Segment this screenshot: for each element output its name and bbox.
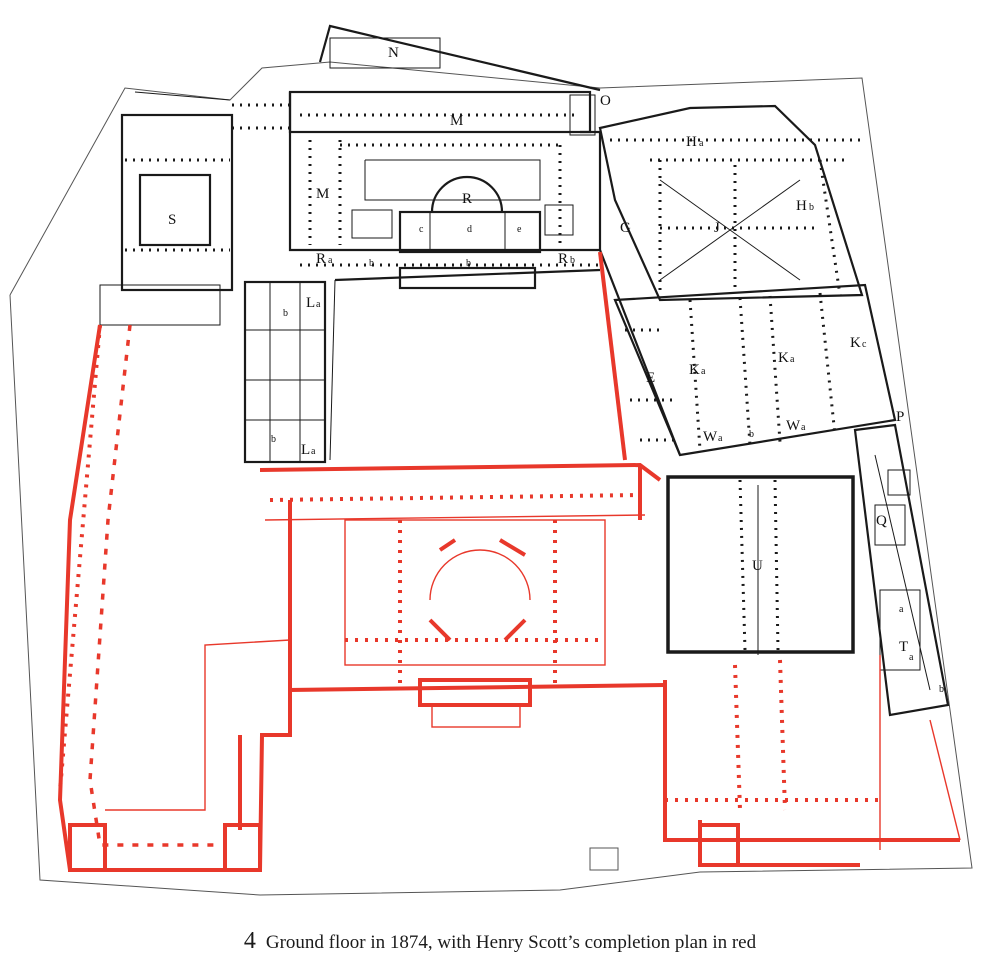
label-K-a-1: K [689,362,700,378]
label-Q: Q [876,513,887,529]
label-E: E [646,370,655,386]
label-K-sub-a-2: a [790,354,795,365]
label-b-2: b [466,258,471,269]
label-K-sub-a-1: a [701,366,706,377]
small-structure [589,847,619,871]
room-labels: N O M M H a H b S R c d e G J R a b b R … [168,45,944,695]
label-b-4: b [271,434,276,445]
label-R-sub-a: a [328,255,333,266]
label-R-a: R [316,251,326,267]
label-H-sub-a: a [699,138,704,149]
label-W-sub-a-1: a [718,433,723,444]
label-S: S [168,212,176,228]
label-K-c: K [850,335,861,351]
figure-number: 4 [243,928,256,954]
label-H-sub-b: b [809,202,814,213]
label-J: J [714,220,720,236]
label-K-a-2: K [778,350,789,366]
label-R: R [462,191,472,207]
label-d: d [467,224,472,235]
label-N: N [388,45,399,61]
existing-building-1874 [99,24,950,717]
label-R-b: R [558,251,568,267]
label-L-a-bot: L [301,442,310,458]
label-W-a-1: W [703,429,718,445]
label-T: T [899,639,908,655]
label-b-5: b [749,429,754,440]
label-b-3: b [283,308,288,319]
label-b-1: b [369,258,374,269]
label-a-1: a [899,604,904,615]
label-M-top: M [450,113,463,129]
label-G: G [620,220,631,236]
label-W-sub-a-2: a [801,422,806,433]
figure-caption: 4 Ground floor in 1874, with Henry Scott’… [0,928,1000,955]
label-K-sub-c: c [862,339,867,350]
label-e: e [517,224,522,235]
label-b-6: b [939,684,944,695]
label-O: O [600,93,611,109]
label-L-sub-a-bot: a [311,446,316,457]
label-U: U [752,558,763,574]
label-a-2: a [909,652,914,663]
label-P: P [896,409,904,425]
label-M-left: M [316,186,329,202]
label-R-sub-b: b [570,255,575,266]
figure-caption-text: Ground floor in 1874, with Henry Scott’s… [265,932,757,953]
completion-plan-red [57,251,961,872]
label-L-a-top: L [306,295,315,311]
label-H: H [686,134,697,150]
label-L-sub-a-top: a [316,299,321,310]
label-c: c [419,224,424,235]
label-W-a-2: W [786,418,801,434]
label-H-b: H [796,198,807,214]
ground-floor-plan: N O M M H a H b S R c d e G J R a b b R … [9,24,973,896]
